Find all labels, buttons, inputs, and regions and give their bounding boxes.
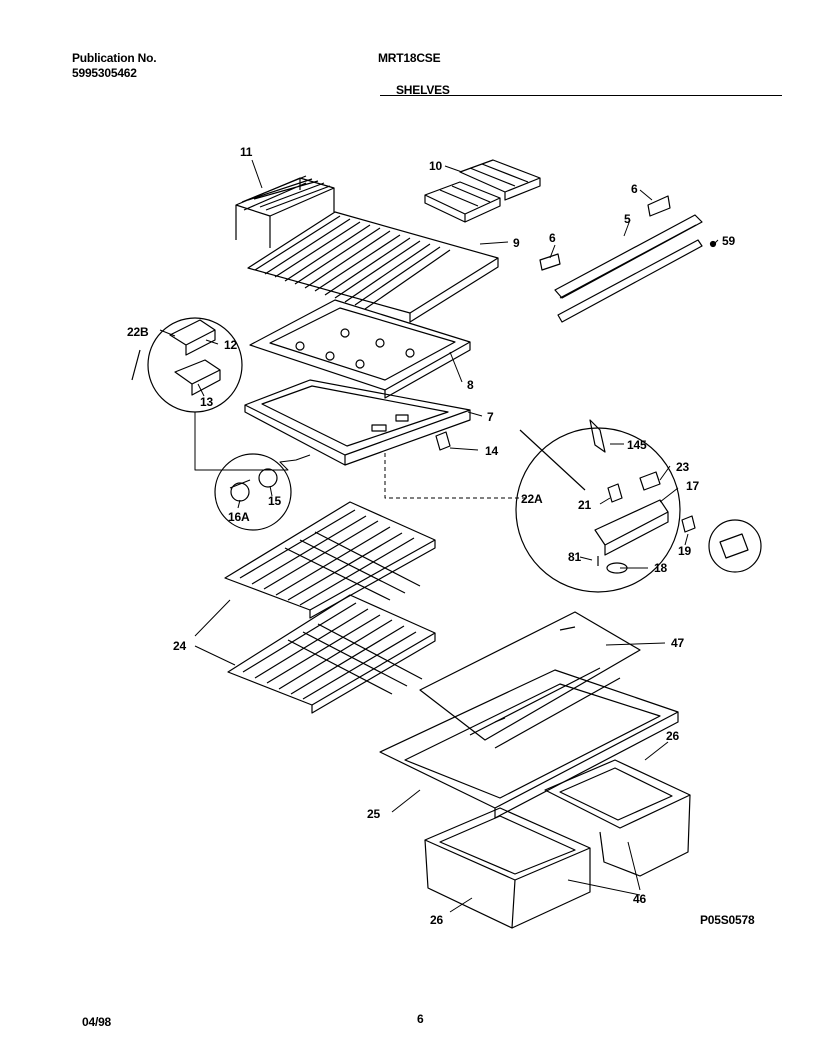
crisper-drawer-right <box>544 759 691 877</box>
section-title: SHELVES <box>396 83 450 97</box>
glass-panel <box>419 611 641 741</box>
callout-26-right: 26 <box>666 729 679 743</box>
header-rule <box>380 95 782 96</box>
callout-145: 145 <box>627 438 647 452</box>
callout-9: 9 <box>513 236 520 250</box>
shelf-frame-part <box>249 299 471 399</box>
wire-shelf-upper <box>224 501 436 619</box>
callout-12: 12 <box>224 338 237 352</box>
callout-16a: 16A <box>228 510 250 524</box>
callout-18: 18 <box>654 561 667 575</box>
callout-17: 17 <box>686 479 699 493</box>
crisper-cover-frame <box>379 667 679 819</box>
wire-shelf-lower <box>227 594 436 714</box>
callout-21: 21 <box>578 498 591 512</box>
damper-detail-circle <box>131 317 243 413</box>
publication-number: 5995305462 <box>72 66 137 80</box>
mullion-channel-part <box>539 195 717 323</box>
top-shelf-part <box>247 211 499 323</box>
callout-14: 14 <box>485 444 498 458</box>
callout-5: 5 <box>624 212 631 226</box>
callout-6: 6 <box>549 231 556 245</box>
diagram-code: P05S0578 <box>700 913 755 927</box>
publication-label: Publication No. <box>72 51 157 65</box>
model-number: MRT18CSE <box>378 51 441 65</box>
switch-detail-circle <box>708 519 762 573</box>
callout-6-top: 6 <box>631 182 638 196</box>
callout-47: 47 <box>671 636 684 650</box>
bottom-tray-part <box>244 379 471 466</box>
callout-23: 23 <box>676 460 689 474</box>
callout-11: 11 <box>240 145 253 159</box>
page-number: 6 <box>417 1012 424 1026</box>
callout-8: 8 <box>467 378 474 392</box>
callout-59: 59 <box>722 234 735 248</box>
wire-rack-part <box>235 175 335 248</box>
control-detail-circle <box>515 419 696 593</box>
light-socket-detail-circle <box>214 453 292 531</box>
callout-22a: 22A <box>521 492 543 506</box>
callout-46: 46 <box>633 892 646 906</box>
callout-13: 13 <box>200 395 213 409</box>
crisper-drawer-left <box>424 807 591 929</box>
callout-19: 19 <box>678 544 691 558</box>
callout-7: 7 <box>487 410 494 424</box>
callout-81: 81 <box>568 550 581 564</box>
footer-date: 04/98 <box>82 1015 112 1029</box>
callout-10: 10 <box>429 159 442 173</box>
callout-24: 24 <box>173 639 186 653</box>
callout-26-left: 26 <box>430 913 443 927</box>
callout-15: 15 <box>268 494 281 508</box>
ice-tray-part <box>424 159 541 223</box>
callout-22b: 22B <box>127 325 149 339</box>
callout-25: 25 <box>367 807 380 821</box>
